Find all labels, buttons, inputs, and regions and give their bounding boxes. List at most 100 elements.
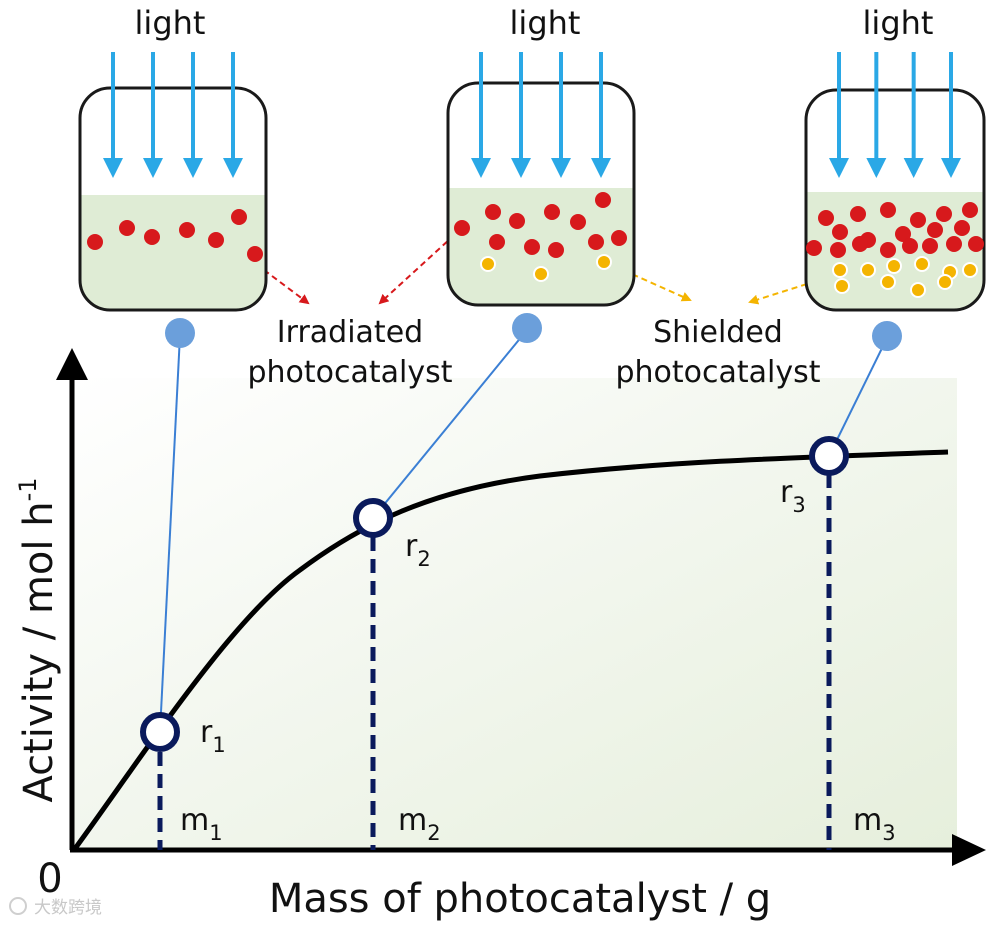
irradiated-particle-2-1 (454, 220, 470, 236)
x-axis-title: Mass of photocatalyst / g (269, 876, 771, 922)
beaker-2-outline (446, 81, 636, 307)
irradiated-particle-2-5 (570, 214, 586, 230)
irradiated-particle-3-13 (830, 242, 846, 258)
beaker-3: light (804, 4, 986, 312)
irradiated-arrow-right (378, 227, 463, 305)
connector-dot-2 (512, 313, 542, 343)
connector-2 (372, 329, 528, 519)
label-m1: m1 (180, 803, 223, 845)
irradiated-label: Irradiated (277, 315, 423, 350)
irradiated-particle-1-4 (179, 222, 195, 238)
watermark-text: 大数跨境 (34, 898, 102, 918)
shielded-arrow-right (748, 271, 846, 305)
activity-curve (71, 449, 949, 852)
irradiated-particle-3-18 (946, 236, 962, 252)
shielded-particle-3-2 (860, 262, 876, 278)
shielded-particle-3-10 (937, 274, 953, 290)
label-m2: m2 (398, 803, 441, 845)
irradiated-particle-3-11 (954, 220, 970, 236)
light-arrowhead-1-4 (223, 158, 243, 178)
shielded-label-2: photocatalyst (615, 355, 820, 390)
shielded-particle-2-1 (480, 256, 496, 272)
y-axis-title: Activity / mol h-1 (14, 477, 62, 802)
irradiated-particle-3-1 (818, 210, 834, 226)
irradiated-particle-2-6 (595, 192, 611, 208)
irradiated-particle-2-10 (588, 234, 604, 250)
irradiated-particle-3-5 (936, 206, 952, 222)
irradiated-particle-3-17 (922, 238, 938, 254)
irradiated-particle-1-6 (231, 209, 247, 225)
point-r3-marker (809, 436, 849, 476)
irradiated-particle-3-12 (806, 240, 822, 256)
beaker-1: light (78, 4, 268, 312)
light-label-3: light (863, 4, 934, 42)
beaker-2: light (446, 4, 636, 307)
irradiated-particle-2-11 (611, 230, 627, 246)
light-label-1: light (135, 4, 206, 42)
irradiated-particle-3-14 (852, 236, 868, 252)
connector-dot-3 (872, 321, 902, 351)
irradiated-particle-1-1 (87, 234, 103, 250)
irradiated-particle-3-10 (927, 222, 943, 238)
shielded-particle-3-3 (886, 258, 902, 274)
watermark-logo-icon (9, 897, 27, 915)
point-r1-marker (140, 712, 180, 752)
x-axis-arrowhead (952, 834, 986, 866)
irradiated-particle-2-7 (489, 234, 505, 250)
label-r1: r1 (200, 715, 226, 757)
shielded-label: Shielded (653, 315, 783, 350)
irradiated-label-2: photocatalyst (247, 355, 452, 390)
irradiated-particle-3-19 (968, 236, 984, 252)
label-r2: r2 (405, 529, 431, 571)
irradiated-particle-3-9 (895, 226, 911, 242)
irradiated-particle-1-2 (119, 220, 135, 236)
beaker-3-outline (804, 88, 986, 312)
irradiated-particle-1-5 (208, 232, 224, 248)
shielded-particle-3-6 (962, 262, 978, 278)
irradiated-particle-1-3 (144, 229, 160, 245)
light-arrowhead-3-2 (866, 158, 887, 178)
irradiated-particle-1-7 (247, 246, 263, 262)
shielded-particle-3-9 (910, 282, 926, 298)
irradiated-particle-3-3 (880, 202, 896, 218)
irradiated-particle-3-2 (850, 206, 866, 222)
light-arrowhead-2-1 (471, 158, 491, 178)
light-arrowhead-3-3 (903, 158, 924, 178)
y-axis (56, 348, 88, 850)
irradiated-particle-3-16 (902, 238, 918, 254)
beakers: light light light (78, 4, 986, 312)
light-arrowhead-1-1 (103, 158, 123, 178)
beaker-1-outline (78, 86, 268, 312)
light-arrowhead-3-1 (829, 158, 849, 178)
light-arrowhead-1-3 (183, 158, 203, 178)
y-axis-arrowhead (56, 348, 88, 380)
origin-label: 0 (37, 856, 62, 902)
irradiated-particle-2-9 (548, 242, 564, 258)
shielded-particle-3-8 (880, 274, 896, 290)
label-r3: r3 (780, 475, 806, 517)
shielded-particle-3-1 (832, 262, 848, 278)
irradiated-particle-2-2 (485, 204, 501, 220)
irradiated-particle-2-4 (544, 204, 560, 220)
irradiated-particle-3-7 (832, 224, 848, 240)
shielded-particle-3-4 (914, 256, 930, 272)
irradiated-particle-3-15 (880, 242, 896, 258)
light-arrowhead-3-4 (941, 158, 961, 178)
connector-1 (159, 334, 181, 733)
x-axis (70, 834, 986, 866)
light-arrowhead-2-4 (591, 158, 611, 178)
connector-dot-1 (165, 318, 195, 348)
irradiated-particle-3-6 (962, 202, 978, 218)
shielded-particle-2-2 (533, 266, 549, 282)
watermark: 大数跨境 (9, 897, 102, 918)
light-arrowhead-2-2 (511, 158, 531, 178)
shielded-particle-3-7 (834, 278, 850, 294)
light-arrowhead-2-3 (551, 158, 571, 178)
irradiated-particle-3-4 (910, 212, 926, 228)
label-m3: m3 (853, 803, 896, 845)
connector-3 (828, 337, 888, 457)
light-label-2: light (510, 4, 581, 42)
irradiated-particle-2-3 (509, 213, 525, 229)
irradiated-particle-2-8 (524, 239, 540, 255)
